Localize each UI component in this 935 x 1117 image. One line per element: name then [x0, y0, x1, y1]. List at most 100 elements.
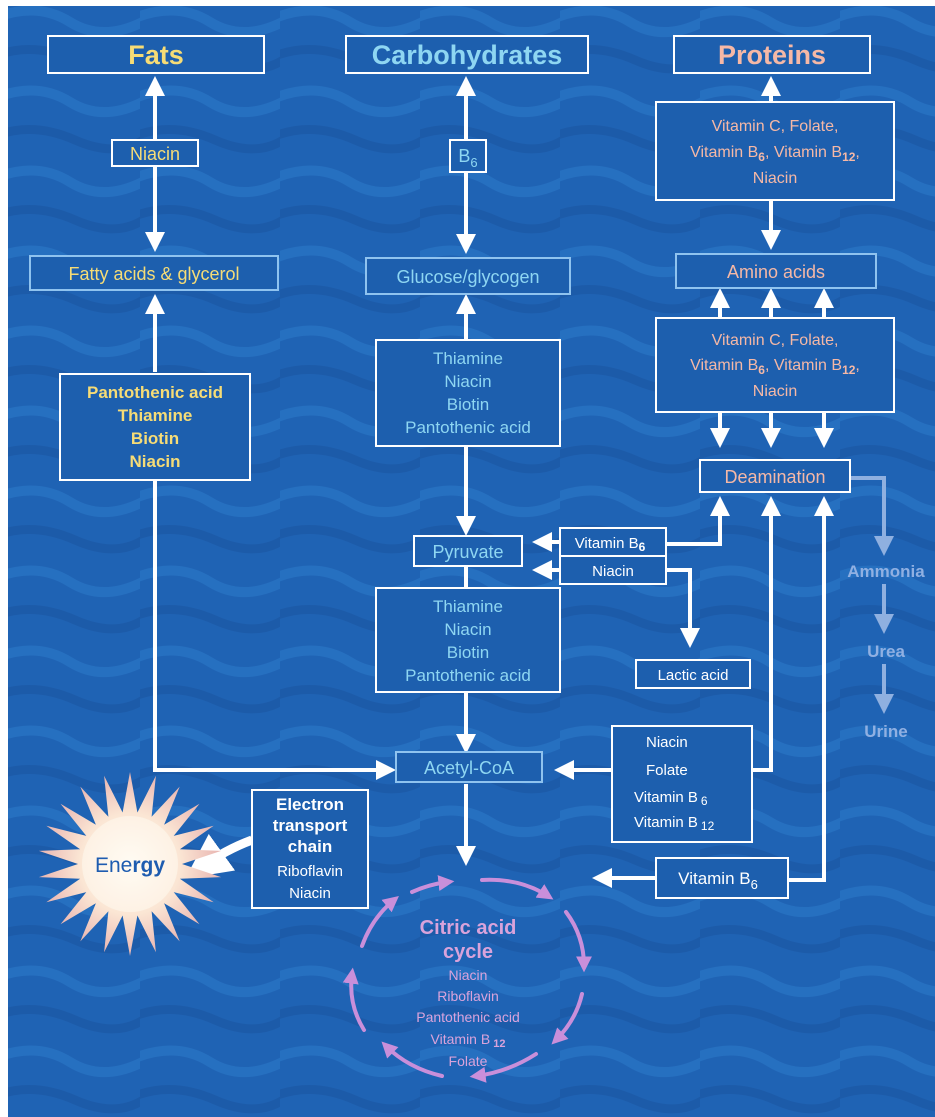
pyruvate-box	[413, 535, 523, 567]
proteins-vitamins-upper-list: Vitamin C, Folate, Vitamin B6, Vitamin B…	[690, 118, 860, 187]
etc-vitamin-1: Niacin	[289, 885, 331, 902]
proteins-label: Proteins	[718, 40, 826, 70]
proteins-vitamins-lower-box	[655, 317, 895, 413]
fats-niacin-label: Niacin	[130, 144, 180, 164]
acetyl-coa-label: Acetyl-CoA	[424, 758, 514, 778]
acetyl-side-b6-base: Vitamin B	[634, 789, 698, 806]
cycle-b6-base: Vitamin B	[678, 869, 750, 888]
etc-vitamin-0: Riboflavin	[277, 863, 343, 880]
acetyl-coa-box	[395, 751, 543, 783]
amino-acids-label: Amino acids	[727, 262, 825, 282]
cycle-arrow-1	[480, 877, 554, 900]
citric-cycle-arrows	[342, 875, 592, 1083]
etc-title-0: Electron	[276, 795, 344, 814]
amino-acids-box	[675, 253, 877, 289]
energy-suffix: rgy	[132, 854, 165, 877]
proteins-upper-line2: Vitamin B6, Vitamin B12,	[690, 144, 860, 164]
arrow-etc-to-energy	[185, 833, 254, 879]
proteins-lower-b12: Vitamin B	[774, 357, 842, 374]
carb-b6-base: B	[458, 146, 470, 166]
carb-vitamin-upper-2: Biotin	[447, 395, 490, 414]
arrow-deam-to-cycle-side	[788, 496, 834, 882]
fats-vitamin-0: Pantothenic acid	[87, 383, 223, 402]
proteins-upper-line3: Niacin	[753, 170, 797, 187]
pyruvate-niacin-label: Niacin	[592, 563, 634, 580]
pyruvate-b6-base: Vitamin B	[575, 535, 639, 552]
carb-vitamins-lower-list: Thiamine Niacin Biotin Pantothenic acid	[405, 597, 531, 685]
proteins-upper-b12: Vitamin B	[774, 144, 842, 161]
electron-transport-box	[251, 789, 369, 909]
cycle-arrow-3	[551, 992, 584, 1045]
cycle-arrow-5	[381, 1041, 444, 1078]
cycle-b6-sub: 6	[751, 877, 758, 892]
pyruvate-b6-sub: 6	[639, 540, 646, 554]
connectors	[145, 76, 834, 888]
urine-label: Urine	[864, 722, 907, 741]
carb-vitamins-lower-box	[375, 587, 561, 693]
proteins-lower-line2: Vitamin B6, Vitamin B12,	[690, 357, 860, 377]
energy-label: Energy	[95, 854, 165, 877]
citric-b12-sub: 12	[493, 1038, 505, 1050]
proteins-vitamins-lower-list: Vitamin C, Folate, Vitamin B6, Vitamin B…	[690, 332, 860, 400]
energy-core	[82, 816, 178, 912]
lactic-acid-label: Lactic acid	[658, 667, 729, 684]
fats-niacin-box	[111, 139, 199, 167]
ammonia-label: Ammonia	[847, 562, 925, 581]
glucose-label: Glucose/glycogen	[396, 267, 539, 287]
fats-vitamin-3: Niacin	[129, 452, 180, 471]
carb-vitamin-upper-0: Thiamine	[433, 349, 503, 368]
ammonia-connectors	[850, 476, 894, 714]
pyruvate-label: Pyruvate	[432, 542, 503, 562]
cycle-b6-box	[655, 857, 789, 899]
carb-vitamin-upper-3: Pantothenic acid	[405, 418, 531, 437]
citric-title-1: cycle	[443, 941, 493, 963]
fats-vitamin-2: Biotin	[131, 429, 179, 448]
carbohydrates-box	[345, 35, 589, 74]
acetyl-side-folate: Folate	[646, 762, 688, 779]
acetyl-side-b12-sub: 12	[701, 819, 715, 833]
proteins-lower-line3: Niacin	[753, 383, 797, 400]
arrow-deam-to-ammonia	[850, 476, 894, 556]
carb-vitamins-upper-box	[375, 339, 561, 447]
pyruvate-niacin-box	[559, 555, 667, 585]
proteins-box	[673, 35, 871, 74]
carb-vitamin-lower-0: Thiamine	[433, 597, 503, 616]
citric-folate: Folate	[449, 1053, 488, 1069]
etc-title-2: chain	[288, 837, 332, 856]
carbohydrates-label: Carbohydrates	[372, 40, 563, 70]
carb-vitamin-lower-1: Niacin	[444, 620, 491, 639]
electron-transport-text: Electron transport chain Riboflavin Niac…	[273, 795, 348, 902]
fats-vitamin-1: Thiamine	[118, 406, 193, 425]
energy-prefix: Ene	[95, 854, 132, 877]
lactic-acid-box	[635, 659, 751, 689]
proteins-upper-b6-sub: 6	[758, 150, 765, 164]
acetyl-side-niacin: Niacin	[646, 734, 688, 751]
proteins-lower-b12-sub: 12	[842, 363, 856, 377]
cycle-arrow-6	[342, 967, 366, 1032]
fats-label: Fats	[128, 40, 184, 70]
proteins-upper-b6: Vitamin B	[690, 144, 758, 161]
fats-vitamins-box	[59, 373, 251, 481]
citric-cycle-text: Citric acid cycle Niacin Riboflavin Pant…	[416, 917, 520, 1069]
proteins-lower-b6: Vitamin B	[690, 357, 758, 374]
energy-starburst: Energy	[38, 772, 222, 956]
proteins-lower-line1: Vitamin C, Folate,	[712, 332, 839, 349]
fatty-acids-label: Fatty acids & glycerol	[68, 264, 239, 284]
carb-b6-label: B6	[458, 146, 477, 170]
proteins-vitamins-upper-box	[655, 101, 895, 201]
etc-title-1: transport	[273, 816, 348, 835]
citric-vitamin-0: Niacin	[449, 967, 488, 983]
acetyl-side-box	[611, 725, 753, 843]
acetyl-side-b12-base: Vitamin B	[634, 814, 698, 831]
proteins-upper-b12-sub: 12	[842, 150, 856, 164]
cycle-arrow-8	[410, 875, 455, 894]
pyruvate-b6-label: Vitamin B6	[575, 535, 646, 554]
carb-vitamins-upper-list: Thiamine Niacin Biotin Pantothenic acid	[405, 349, 531, 437]
carb-b6-box	[449, 139, 487, 173]
citric-vitamin-2: Pantothenic acid	[416, 1009, 520, 1025]
fats-vitamins-list: Pantothenic acid Thiamine Biotin Niacin	[87, 383, 223, 471]
